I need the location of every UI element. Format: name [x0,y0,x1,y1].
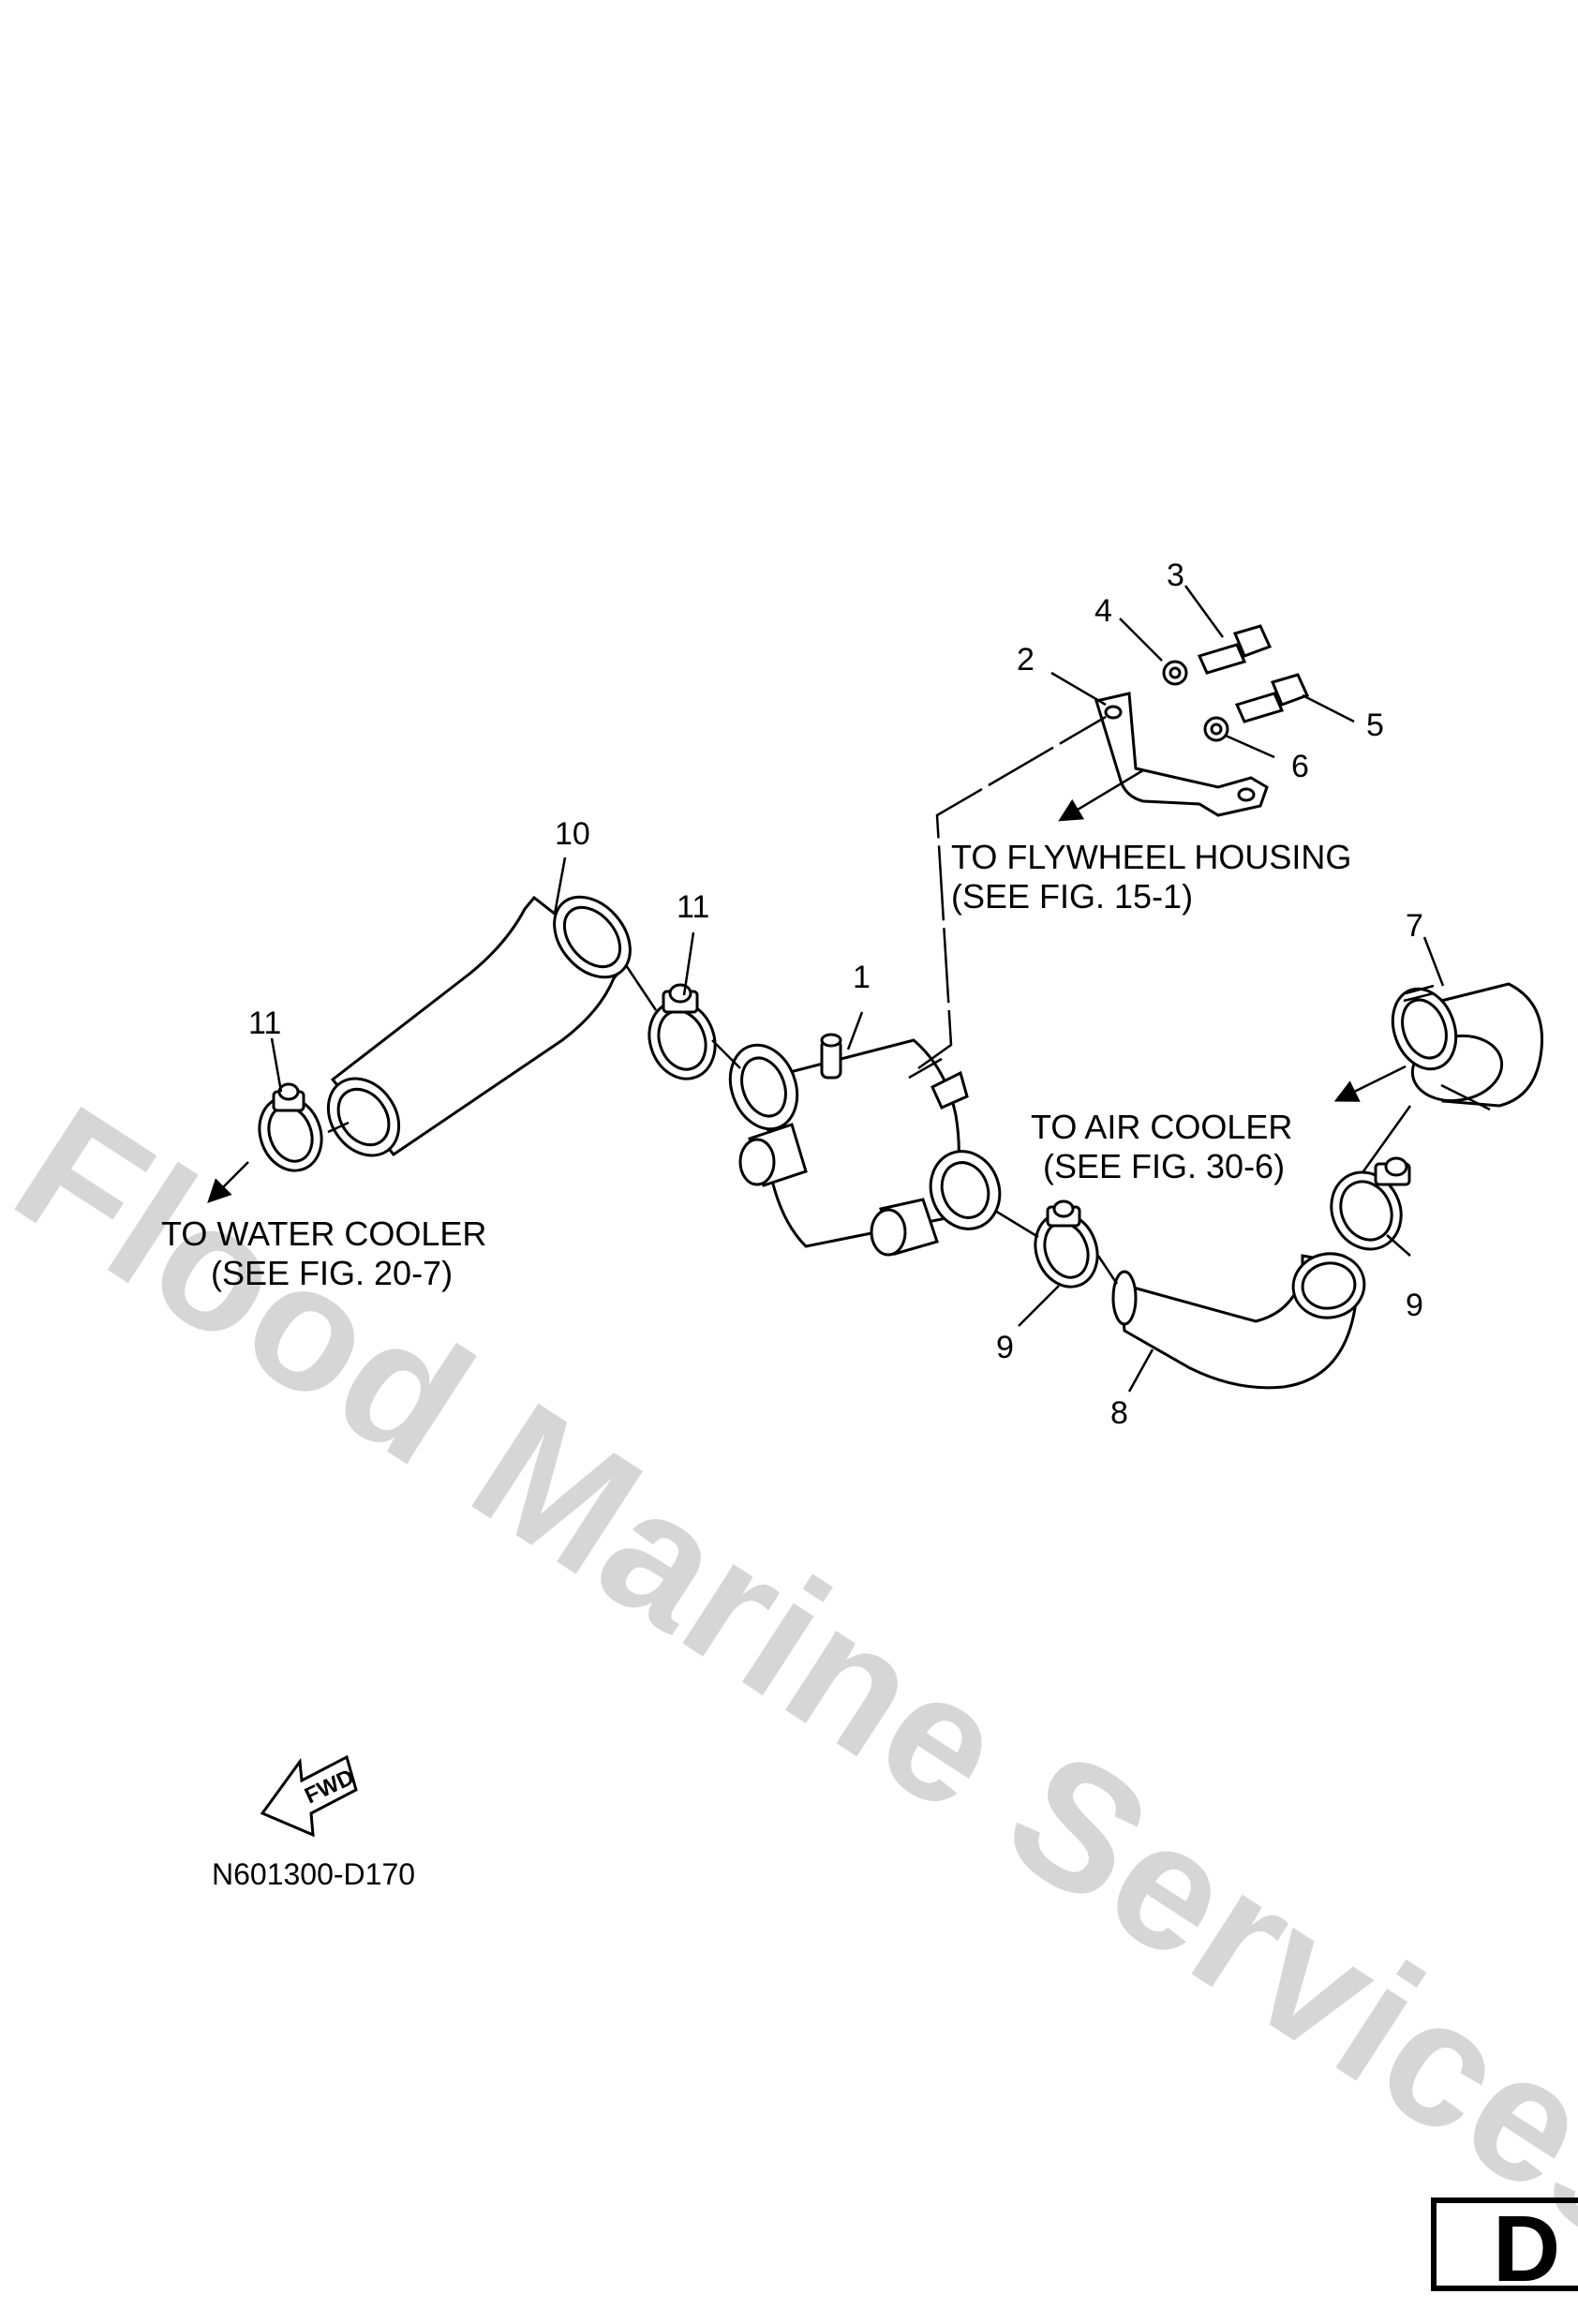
direction-arrows [207,768,1407,1203]
note-air-cooler-ref: (SEE FIG. 30-6) [1043,1147,1286,1185]
callout-10: 10 [555,816,590,852]
note-water-cooler: TO WATER COOLER [161,1214,487,1253]
callout-3: 3 [1167,558,1184,593]
note-flywheel-housing: TO FLYWHEEL HOUSING [951,838,1352,876]
leader-lines [270,585,1491,1393]
note-flywheel-ref: (SEE FIG. 15-1) [951,877,1194,916]
callout-2: 2 [1017,642,1035,678]
callout-7: 7 [1406,908,1423,944]
note-water-cooler-ref: (SEE FIG. 20-7) [211,1254,454,1292]
callout-11-left: 11 [248,1006,282,1041]
callout-9-middle: 9 [996,1330,1014,1365]
callout-6: 6 [1291,749,1309,784]
clamp-9-middle [1034,1199,1099,1289]
callout-8: 8 [1110,1395,1128,1431]
elbow-7 [1391,982,1544,1108]
section-letter-box: D [1431,2197,1578,2291]
callout-5: 5 [1366,708,1384,743]
washer-4 [1162,660,1188,686]
callout-4: 4 [1094,593,1112,629]
note-air-cooler: TO AIR COOLER [1031,1108,1293,1146]
clamp-11-right [648,983,717,1080]
hose-8 [1111,1252,1366,1390]
figure-code: N601300-D170 [212,1857,416,1891]
bolt-3 [1197,624,1273,675]
callout-1: 1 [853,960,871,995]
callout-11-right: 11 [677,889,710,925]
section-letter: D [1493,2197,1561,2291]
clamp-9-right [1330,1156,1411,1251]
fwd-arrow-icon: FWD [260,1754,358,1838]
clamp-11-left [258,1082,323,1172]
hose-10 [326,895,632,1157]
bolt-5 [1234,673,1310,723]
callout-9-right: 9 [1406,1288,1423,1323]
thermostat-housing-1 [728,1033,1002,1257]
washer-6 [1203,716,1229,742]
